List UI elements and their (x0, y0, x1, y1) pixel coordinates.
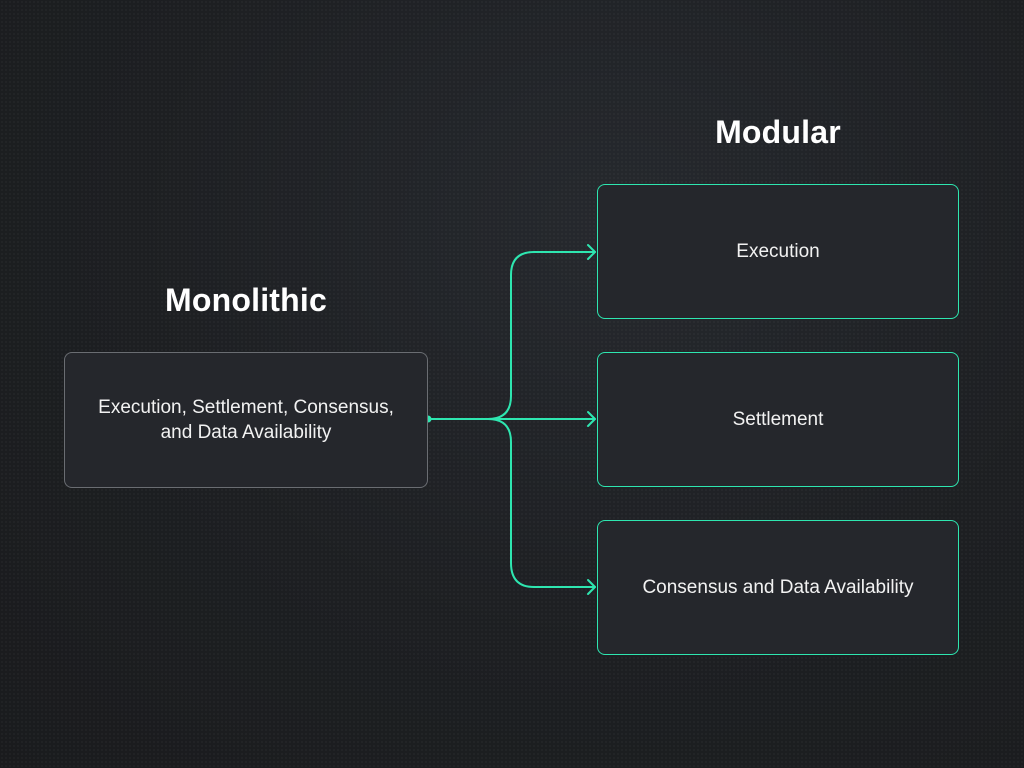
modular-box-execution: Execution (597, 184, 959, 319)
modular-box-settlement: Settlement (597, 352, 959, 487)
monolithic-box-text: Execution, Settlement, Consensus, and Da… (98, 395, 394, 445)
modular-box-consensus-da: Consensus and Data Availability (597, 520, 959, 655)
modular-title: Modular (715, 114, 841, 150)
monolithic-box-line-1: Execution, Settlement, Consensus, (98, 397, 394, 418)
modular-box-label: Consensus and Data Availability (642, 577, 914, 598)
modular-box-label: Execution (736, 241, 820, 262)
arrowhead-settlement (587, 411, 596, 427)
monolithic-box-line-2: and Data Availability (160, 422, 332, 443)
arrowhead-execution (587, 244, 596, 260)
modular-box-label: Settlement (732, 409, 824, 430)
connector-to-execution (427, 251, 596, 420)
connector-to-consensus (427, 418, 596, 588)
arrowhead-consensus (587, 579, 596, 595)
monolithic-title: Monolithic (165, 282, 327, 318)
monolithic-box: Execution, Settlement, Consensus, and Da… (64, 352, 428, 488)
